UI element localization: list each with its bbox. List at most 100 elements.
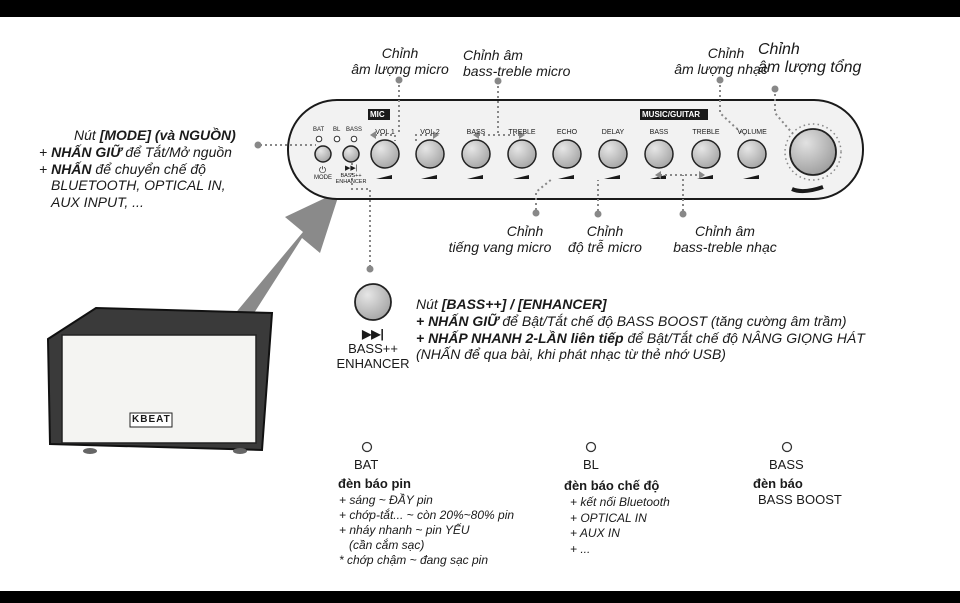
panel-music-label: MUSIC/GUITAR [642, 110, 701, 119]
callout-mic-echo: Chỉnh tiếng vang micro [430, 223, 570, 255]
callout-mic-bass-treble-1: Chỉnh âm [463, 47, 523, 63]
callout-mic-bass-treble-2: bass-treble micro [463, 63, 571, 80]
bass-note-line1-rest: để Bật/Tắt chế độ BASS BOOST (tăng cường… [498, 312, 847, 329]
knob-label-vol2: VOL 2 [420, 129, 440, 136]
knob-echo[interactable] [552, 139, 582, 169]
mode-note-title-prefix: Nút [74, 127, 100, 143]
mode-note: Nút [MODE] (và NGUỒN) + NHẤN GIỮ để Tắt/… [39, 127, 236, 211]
knob-mic-treble[interactable] [507, 139, 537, 169]
bass-note-line1: + NHẤN GIỮ để Bật/Tắt chế độ BASS BOOST … [416, 313, 865, 330]
callout-master-volume-2: âm lượng tổng [758, 59, 862, 77]
mode-note-line2-bold: NHẤN [51, 160, 92, 177]
callout-mic-delay-2: độ trễ micro [568, 239, 642, 256]
bass-note: Nút [BASS++] / [ENHANCER] + NHẤN GIỮ để … [416, 296, 865, 363]
bass-enhancer-button[interactable] [342, 145, 360, 163]
knob-mic-bass[interactable] [461, 139, 491, 169]
mode-note-line1-rest: để Tắt/Mở nguồn [121, 143, 232, 160]
knob-label-echo: ECHO [556, 129, 578, 136]
callout-master-volume-1: Chỉnh [758, 41, 800, 58]
diagram-canvas: KBEAT MIC MUSIC/GUITAR BAT BL BASS ⏻ MOD… [0, 17, 960, 591]
bat-title: đèn báo pin [338, 476, 411, 491]
bat-item-1: + sáng ~ ĐẦY pin [339, 493, 433, 507]
bass-led [781, 441, 793, 453]
control-panel [287, 99, 864, 200]
callout-music-bass-treble: Chỉnh âm bass-treble nhạc [655, 223, 795, 255]
callout-mic-bass-treble: Chỉnh âm bass-treble micro [463, 47, 570, 79]
bat-item-4: (cần cắm sạc) [349, 538, 425, 552]
callout-mic-volume-2: âm lượng micro [351, 61, 449, 78]
callout-music-volume: Chỉnh âm lượng nhạc [636, 45, 806, 77]
callout-mic-volume-1: Chỉnh [381, 45, 419, 61]
bl-items: + kết nối Bluetooth + OPTICAL IN + AUX I… [570, 495, 670, 557]
bat-item-2: + chớp-tắt... ~ còn 20%~80% pin [339, 508, 515, 522]
callout-mic-volume: Chỉnh âm lượng micro [320, 45, 480, 77]
panel-bass-label-1: BASS++ [340, 173, 362, 179]
knob-music-bass[interactable] [644, 139, 674, 169]
bat-item-5: * chớp chậm ~ đang sạc pin [339, 553, 489, 567]
knob-label-music-treble: TREBLE [692, 129, 720, 136]
knob-label-mic-bass: BASS [466, 129, 486, 136]
mode-note-line1: + NHẤN GIỮ để Tắt/Mở nguồn [39, 144, 236, 161]
led-label-bat: BAT [313, 127, 325, 133]
bass-button-skip-icon: ▶▶| [362, 327, 384, 341]
skip-icon: ▶▶| [345, 165, 358, 172]
pointer-arrow [228, 191, 340, 335]
bl-led [585, 441, 597, 453]
speaker-brand: KBEAT [132, 414, 171, 425]
bl-label: BL [583, 457, 599, 472]
knob-vol1[interactable] [370, 139, 400, 169]
bass-button-label1: BASS++ [348, 340, 398, 356]
mode-note-line2-prefix: + [39, 160, 52, 177]
knob-music-volume[interactable] [737, 139, 767, 169]
mode-button-label: MODE [314, 175, 332, 181]
bass-note-line2-rest: để Bật/Tắt chế độ NÂNG GIỌNG HÁT [623, 329, 865, 346]
bl-item-2: + OPTICAL IN [570, 510, 647, 525]
bass-button-caption: ▶▶| BASS++ ENHANCER [323, 327, 423, 372]
led-label-bl: BL [333, 127, 341, 133]
bass-indicator-label: BASS [769, 457, 804, 472]
knob-music-treble[interactable] [691, 139, 721, 169]
power-icon: ⏻ [319, 165, 327, 175]
bass-note-title-prefix: Nút [416, 296, 442, 312]
speaker-illustration [46, 306, 274, 454]
bl-item-1: + kết nối Bluetooth [570, 495, 670, 509]
bass-note-title: Nút [BASS++] / [ENHANCER] [416, 296, 865, 313]
bass-indicator-title: đèn báo [753, 476, 803, 491]
panel-bass-label-2: ENHANCER [335, 179, 367, 186]
knob-label-delay: DELAY [601, 129, 625, 136]
master-volume-knob[interactable] [784, 123, 842, 194]
callout-music-volume-2: âm lượng nhạc [674, 61, 768, 78]
diagram-graphics [46, 76, 864, 454]
bass-enhancer-large-button[interactable] [354, 283, 392, 321]
bass-button-label2: ENHANCER [336, 355, 410, 371]
panel-bass-label: BASS++ ENHANCER [335, 173, 367, 185]
callout-music-bass-treble-1: Chỉnh âm [695, 223, 755, 239]
knob-label-mic-treble: TREBLE [508, 129, 536, 136]
callout-music-volume-1: Chỉnh [707, 45, 745, 61]
led-label-bass: BASS [346, 127, 363, 133]
bass-note-line2: + NHẤP NHANH 2-LẦN liên tiếp để Bật/Tắt … [416, 330, 865, 347]
knob-label-vol1: VOL 1 [375, 129, 395, 136]
mode-note-line2-rest: để chuyển chế độ [91, 160, 206, 177]
knob-vol2[interactable] [415, 139, 445, 169]
callout-mic-delay: Chỉnh độ trễ micro [550, 223, 660, 255]
mode-note-line1-bold: NHẤN GIỮ [51, 143, 122, 160]
knob-delay[interactable] [598, 139, 628, 169]
bass-note-line1-bold: + NHẤN GIỮ [416, 312, 499, 329]
bl-item-3: + AUX IN [570, 526, 620, 541]
mode-note-line3: BLUETOOTH, OPTICAL IN, [51, 177, 226, 194]
bat-led [361, 441, 373, 453]
mode-note-line2: + NHẤN để chuyển chế độ [39, 161, 236, 178]
knob-label-music-volume: VOLUME [737, 129, 767, 136]
callout-mic-echo-1: Chỉnh [506, 223, 544, 239]
mode-note-title: Nút [MODE] (và NGUỒN) [39, 127, 236, 144]
bass-note-title-bold: [BASS++] / [ENHANCER] [441, 296, 607, 312]
knob-label-music-bass: BASS [649, 129, 669, 136]
callout-mic-delay-1: Chỉnh [586, 223, 624, 239]
mode-note-line4: AUX INPUT, ... [51, 194, 144, 211]
bass-note-line2-bold: + NHẤP NHANH 2-LẦN liên tiếp [416, 329, 624, 346]
callout-master-volume: Chỉnh âm lượng tổng [758, 41, 861, 78]
callout-mic-echo-2: tiếng vang micro [448, 239, 552, 256]
mode-note-title-bold: [MODE] (và NGUỒN) [99, 127, 236, 143]
mode-button[interactable] [314, 145, 332, 163]
